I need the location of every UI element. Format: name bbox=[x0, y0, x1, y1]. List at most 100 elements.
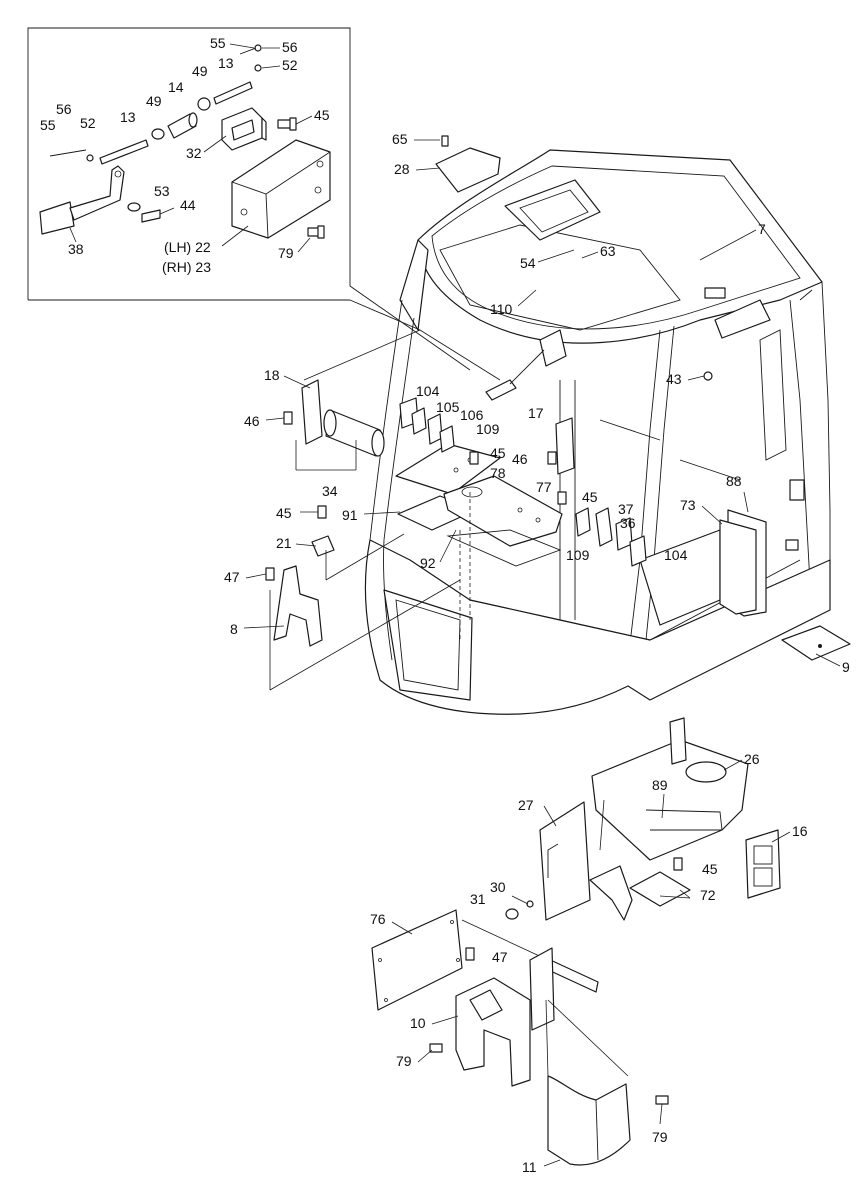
bracket-72 bbox=[629, 871, 691, 907]
callout: 109 bbox=[476, 421, 500, 437]
inset-pedal-assembly bbox=[27, 27, 501, 381]
tube-34 bbox=[323, 409, 385, 457]
pedal-bracket bbox=[221, 107, 267, 151]
plate-76 bbox=[371, 909, 463, 1011]
callout: 30 bbox=[490, 879, 506, 895]
callout: 14 bbox=[168, 79, 184, 95]
bolt-79-inset bbox=[307, 225, 325, 239]
pedal-arm bbox=[39, 165, 125, 235]
hardware-bolts bbox=[265, 135, 713, 581]
callout: 63 bbox=[600, 243, 616, 259]
cab-assembly bbox=[269, 149, 851, 715]
callout: 92 bbox=[420, 555, 436, 571]
callout: 16 bbox=[792, 823, 808, 839]
callout: 56 bbox=[56, 101, 72, 117]
callout: 91 bbox=[342, 507, 358, 523]
callout: 9 bbox=[842, 659, 850, 675]
callout: (LH) 22 bbox=[164, 239, 211, 255]
callout: 52 bbox=[282, 57, 298, 73]
cab-lower-body bbox=[364, 539, 831, 715]
callout-labels: 55 56 52 13 49 14 45 32 56 55 52 13 49 5… bbox=[40, 35, 850, 1175]
callout: 88 bbox=[726, 473, 742, 489]
callout: 26 bbox=[744, 751, 760, 767]
callout: 46 bbox=[512, 451, 528, 467]
bracket-21 bbox=[311, 535, 335, 557]
callout: 105 bbox=[436, 399, 460, 415]
callout: 65 bbox=[392, 131, 408, 147]
washer-53 bbox=[127, 202, 141, 212]
interior-box bbox=[639, 529, 721, 626]
callout: 106 bbox=[460, 407, 484, 423]
callout: 13 bbox=[120, 109, 136, 125]
callout: 79 bbox=[278, 245, 294, 261]
callout: 31 bbox=[470, 891, 486, 907]
panel-27 bbox=[539, 801, 591, 921]
bolt-44 bbox=[141, 209, 161, 223]
bracket-8 bbox=[273, 565, 323, 647]
callout: 110 bbox=[490, 301, 513, 317]
callout: 89 bbox=[652, 777, 668, 793]
callout: 38 bbox=[68, 241, 84, 257]
callout: 54 bbox=[520, 255, 536, 271]
callout: 21 bbox=[276, 535, 292, 551]
callout: 8 bbox=[230, 621, 238, 637]
callout: 56 bbox=[282, 39, 298, 55]
callout: 34 bbox=[322, 483, 338, 499]
callout: 55 bbox=[40, 117, 56, 133]
callout: 45 bbox=[702, 861, 718, 877]
callout: 45 bbox=[490, 445, 506, 461]
bracket-28 bbox=[435, 147, 501, 193]
callout: (RH) 23 bbox=[162, 259, 211, 275]
bracket-17 bbox=[555, 417, 575, 475]
callout: 17 bbox=[528, 405, 544, 421]
callout: 45 bbox=[314, 107, 330, 123]
callout: 78 bbox=[490, 465, 506, 481]
lower-assembly bbox=[371, 717, 781, 1166]
callout: 7 bbox=[758, 221, 766, 237]
callout: 72 bbox=[700, 887, 716, 903]
callout: 53 bbox=[154, 183, 170, 199]
callout: 55 bbox=[210, 35, 226, 51]
callout: 27 bbox=[518, 797, 534, 813]
callout: 13 bbox=[218, 55, 234, 71]
lower-hardware bbox=[429, 857, 683, 1105]
panel-16 bbox=[745, 829, 781, 899]
callout: 46 bbox=[244, 413, 260, 429]
plate-9 bbox=[781, 625, 851, 661]
shaft-left bbox=[99, 139, 149, 165]
callout: 47 bbox=[224, 569, 240, 585]
callout: 47 bbox=[492, 949, 508, 965]
callout: 45 bbox=[276, 505, 292, 521]
callout: 10 bbox=[410, 1015, 426, 1031]
cover-26 bbox=[591, 717, 749, 861]
cover-11 bbox=[547, 1075, 631, 1166]
callout: 45 bbox=[582, 489, 598, 505]
callout: 73 bbox=[680, 497, 696, 513]
callout: 43 bbox=[666, 371, 682, 387]
callout: 49 bbox=[192, 63, 208, 79]
bracket-18 bbox=[301, 379, 323, 445]
callout: 36 bbox=[620, 515, 636, 531]
nut-left bbox=[151, 128, 165, 140]
pedal-cover bbox=[231, 139, 331, 239]
panel-73 bbox=[719, 519, 757, 615]
callout: 11 bbox=[522, 1159, 537, 1175]
callout: 52 bbox=[80, 115, 96, 131]
bolt-45-inset bbox=[277, 117, 297, 131]
callout: 49 bbox=[146, 93, 162, 109]
callout: 37 bbox=[618, 501, 634, 517]
inset-border bbox=[27, 27, 471, 371]
callout: 77 bbox=[536, 479, 552, 495]
callout: 79 bbox=[396, 1053, 412, 1069]
callout: 32 bbox=[186, 145, 202, 161]
callout: 18 bbox=[264, 367, 280, 383]
callout-leaders bbox=[69, 43, 841, 1167]
stand-10 bbox=[455, 947, 555, 1087]
callout: 104 bbox=[416, 383, 440, 399]
callout: 28 bbox=[394, 161, 410, 177]
callout: 44 bbox=[180, 197, 196, 213]
callout: 104 bbox=[664, 547, 688, 563]
callout: 109 bbox=[566, 547, 590, 563]
callout: 76 bbox=[370, 911, 386, 927]
